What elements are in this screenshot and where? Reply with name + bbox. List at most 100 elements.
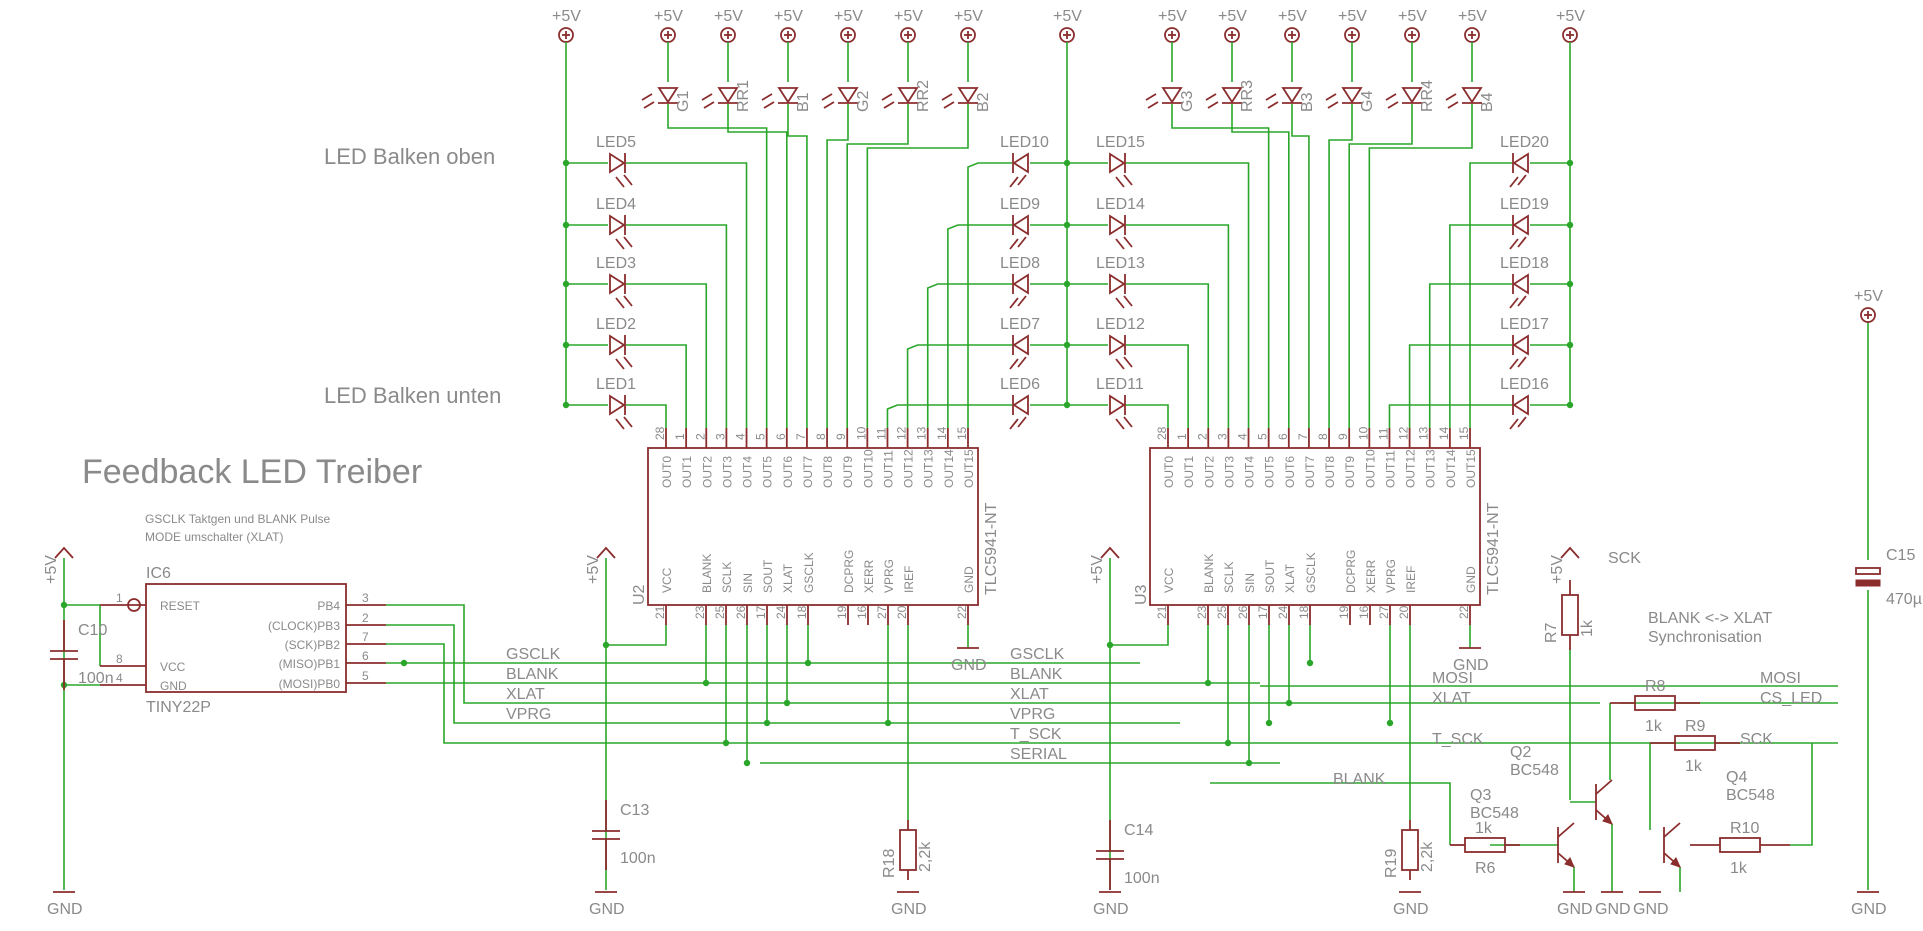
tlc-out-label: OUT2 [1202, 456, 1216, 488]
resistor-value: 2,2k [1419, 841, 1436, 872]
led-ray [823, 101, 835, 109]
led-ray [623, 174, 633, 186]
tlc-out-num: 13 [915, 426, 929, 440]
tlc-bot-num: 22 [955, 605, 969, 619]
microcontroller: IC6TINY22PRESET1VCC8GND4PB43(CLOCK)PB32(… [43, 546, 386, 716]
tlc-bot-num: 20 [895, 605, 909, 619]
tlc-out-label: OUT5 [761, 456, 775, 488]
resistor-name: R18 [881, 849, 898, 878]
tlc-out-label: OUT9 [1343, 456, 1357, 488]
tlc-out-label: OUT5 [1263, 456, 1277, 488]
tlc-out-num: 4 [1236, 433, 1250, 440]
tlc-out-num: 3 [1215, 433, 1229, 440]
led-ray [623, 356, 633, 368]
net-label-mid: GSCLK [1010, 646, 1065, 663]
led-label: G3 [1179, 91, 1196, 112]
tlc-out-label: OUT8 [1323, 456, 1337, 488]
led-ray [1009, 238, 1019, 250]
tlc-bot-label: XLAT [1283, 563, 1297, 593]
resistor-value: 1k [1685, 758, 1703, 775]
led-body [837, 87, 859, 104]
led-label: LED6 [1000, 376, 1040, 393]
led-body [609, 394, 626, 416]
led-ray [1265, 93, 1277, 101]
tlc-bot-label: SOUT [761, 559, 775, 593]
led-body [1401, 87, 1423, 104]
led-label: LED2 [596, 316, 636, 333]
tlc-bot-num: 20 [1397, 605, 1411, 619]
transistor-name: Q4 [1726, 769, 1747, 786]
tlc-bot-label: IREF [1404, 566, 1418, 593]
tlc-out-label: OUT13 [922, 449, 936, 488]
mcu-right-label: PB4 [317, 599, 340, 613]
led-label: G2 [855, 91, 872, 112]
transistor-value: BC548 [1470, 805, 1519, 822]
led-ray [883, 101, 895, 109]
led-body [1109, 214, 1126, 236]
net-labels: GSCLKBLANKXLATVPRGGSCLKBLANKXLATVPRGT_SC… [506, 646, 1822, 788]
net-label-mid: T_SCK [1010, 726, 1062, 743]
resistor-name: R7 [1543, 622, 1560, 643]
tlc-out-num: 4 [734, 433, 748, 440]
led-body [1512, 334, 1529, 356]
tlc-bot-num: 23 [1195, 605, 1209, 619]
led-label: LED19 [1500, 196, 1549, 213]
tlc-bot-num: 16 [855, 605, 869, 619]
tlc-out-label: OUT11 [881, 450, 895, 488]
led-ray [703, 101, 715, 109]
mcu-right-num: 2 [362, 611, 369, 625]
resistor-name: R6 [1475, 860, 1496, 877]
tlc5941-ref: U2 [631, 584, 648, 605]
tlc-bot-num: 22 [1457, 605, 1471, 619]
led-ray [1517, 295, 1527, 307]
supply-arrow [54, 546, 74, 559]
tlc-bot-num: 25 [713, 605, 727, 619]
resistor-name: R10 [1730, 820, 1759, 837]
transistor-name: Q3 [1470, 787, 1491, 804]
supply-label: +5V [1549, 555, 1566, 584]
led-body [1281, 87, 1303, 104]
tlc-bot-label: GSCLK [1304, 552, 1318, 593]
mcu-left-label: GND [160, 679, 187, 693]
led-ray [1017, 236, 1027, 248]
led-body [1512, 394, 1529, 416]
led-ray [623, 236, 633, 248]
tlc-bot-label: SCLK [1222, 562, 1236, 593]
tlc-out-label: OUT15 [962, 449, 976, 488]
led-label: LED9 [1000, 196, 1040, 213]
supply-label: +5V [1158, 8, 1187, 25]
tlc-out-num: 5 [1256, 433, 1270, 440]
junction [884, 719, 892, 727]
capacitor-value: 100n [78, 670, 114, 687]
led-ray [1009, 358, 1019, 370]
tlc-bot-label: DCPRG [842, 550, 856, 593]
capacitor-name: C13 [620, 802, 649, 819]
net-label-mid: SERIAL [1010, 746, 1067, 763]
supply-symbol [1860, 307, 1876, 323]
junction [1265, 719, 1273, 727]
subtitle-1: GSCLK Taktgen und BLANK Pulse [145, 512, 331, 526]
resistor-body [1561, 594, 1579, 636]
led-label: G4 [1359, 91, 1376, 112]
tlc-out-num: 1 [1175, 433, 1189, 440]
supply-label: +5V [774, 8, 803, 25]
led-label: LED13 [1096, 255, 1145, 272]
resistor-name: R8 [1645, 678, 1666, 695]
net-label-mosi: MOSI [1432, 670, 1473, 687]
supply-label: +5V [43, 555, 60, 584]
led-ray [943, 101, 955, 109]
led-label: LED3 [596, 255, 636, 272]
tlc-out-label: OUT11 [1383, 450, 1397, 488]
led-body [1109, 152, 1126, 174]
tlc-bot-num: 17 [754, 605, 768, 619]
tlc-out-label: OUT4 [741, 456, 755, 488]
junction [602, 641, 610, 649]
tlc-out-num: 8 [1316, 433, 1330, 440]
tlc-out-num: 2 [693, 433, 707, 440]
tlc-out-num: 15 [955, 426, 969, 440]
tlc-bot-num: 26 [1236, 605, 1250, 619]
supply-label: +5V [714, 8, 743, 25]
supply-label: +5V [1458, 8, 1487, 25]
